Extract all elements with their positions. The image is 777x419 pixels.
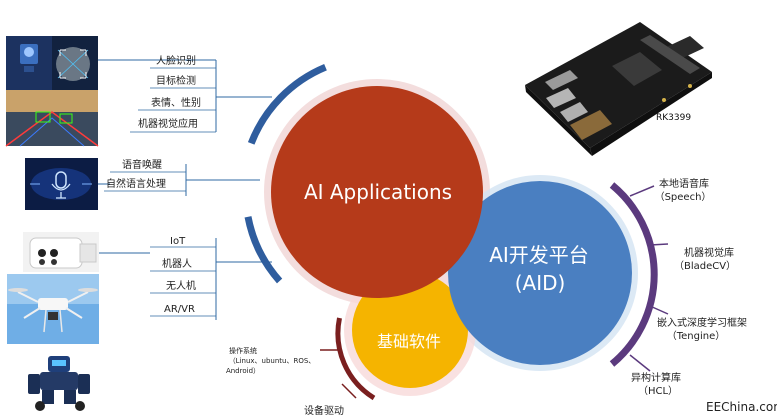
aid-title-line1: AI开发平台 — [489, 243, 589, 267]
label-os: 操作系统 — [229, 346, 257, 355]
label-ar-vr: AR/VR — [164, 304, 195, 315]
aid-accent-arc — [609, 182, 658, 367]
watermark: EEChina.com — [706, 400, 777, 414]
rk3399-board-image — [525, 22, 712, 156]
label-os-list: （Linux、ubuntu、ROS、 — [229, 357, 316, 365]
label-os-android: Android） — [226, 367, 260, 375]
label-object-detection: 目标检测 — [156, 74, 196, 87]
base-software-title: 基础软件 — [377, 332, 441, 351]
label-hcl-en: （HCL） — [638, 385, 678, 397]
camera-image — [23, 232, 99, 272]
base-software-circle — [352, 272, 468, 388]
ai-applications-circle — [271, 86, 483, 298]
aid-title-line2: (AID) — [515, 271, 566, 295]
label-machine-vision: 机器视觉应用 — [138, 117, 198, 130]
aid-tick-marks — [629, 185, 669, 372]
label-iot: IoT — [170, 236, 186, 247]
label-tengine-en: （Tengine） — [667, 330, 726, 342]
object-detection-image — [5, 90, 99, 147]
base-software-tick-marks — [320, 349, 357, 399]
label-voice-wakeup: 语音唤醒 — [122, 158, 162, 171]
speech-bracket — [98, 164, 260, 196]
drone-image — [7, 274, 99, 344]
label-speech-lib: 本地语音库 — [659, 177, 709, 190]
label-drone: 无人机 — [166, 279, 196, 292]
label-face-recognition: 人脸识别 — [156, 54, 196, 67]
label-hcl: 异构计算库 — [631, 371, 681, 384]
label-speech-lib-en: （Speech） — [655, 191, 712, 203]
label-expression-gender: 表情、性别 — [151, 96, 201, 109]
speech-image — [25, 158, 98, 210]
devices-bracket — [99, 238, 272, 320]
label-tengine: 嵌入式深度学习框架 — [657, 316, 747, 329]
ai-applications-title: AI Applications — [304, 180, 452, 204]
aid-circle — [448, 181, 632, 365]
label-nlp: 自然语言处理 — [106, 177, 166, 190]
base-software-accent-arc — [335, 317, 376, 401]
label-robot: 机器人 — [162, 257, 192, 270]
label-bladecv-lib: 机器视觉库 — [684, 246, 734, 259]
vision-bracket — [98, 59, 272, 133]
face-recognition-image — [6, 36, 98, 90]
label-bladecv-lib-en: （BladeCV） — [674, 260, 736, 272]
label-rk3399: RK3399 — [656, 113, 691, 123]
ai-applications-accent-arc — [247, 63, 327, 145]
label-device-driver: 设备驱动 — [304, 404, 344, 417]
ai-applications-accent-arc-lower — [244, 216, 283, 284]
robot-image — [22, 350, 98, 412]
